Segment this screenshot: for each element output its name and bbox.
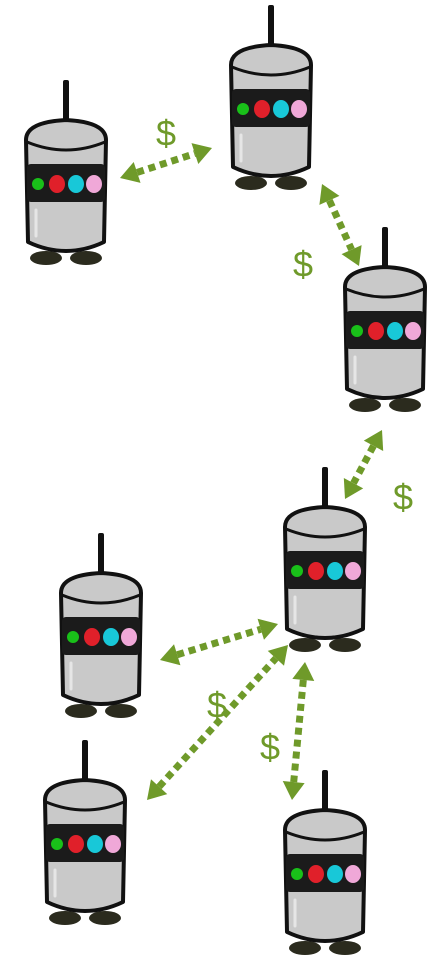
payment-link-2: $: [293, 184, 362, 285]
arrowhead: [283, 781, 305, 800]
link-label: $: [293, 244, 313, 285]
double-arrow-icon: [137, 154, 195, 173]
payment-link-4: [160, 619, 278, 666]
double-arrow-icon: [354, 446, 374, 483]
double-arrow-icon: [177, 629, 261, 654]
link-label: $: [260, 727, 280, 768]
link-label: $: [207, 685, 227, 726]
arrowhead: [268, 645, 288, 666]
double-arrow-icon: [329, 200, 351, 249]
payment-link-6: $: [260, 662, 314, 800]
double-arrow-icon: [294, 680, 304, 782]
payment-link-3: $: [344, 430, 413, 518]
payment-link-5: $: [147, 645, 288, 800]
arrowhead: [292, 662, 314, 681]
robot-icon: [26, 80, 106, 265]
payment-link-1: $: [120, 113, 212, 183]
robot-icon: [231, 5, 311, 190]
robot-icon: [45, 740, 125, 925]
link-label: $: [393, 477, 413, 518]
robot-icon: [61, 533, 141, 718]
robot-icon: [285, 467, 365, 652]
link-label: $: [156, 113, 176, 154]
robot-icon: [285, 770, 365, 955]
